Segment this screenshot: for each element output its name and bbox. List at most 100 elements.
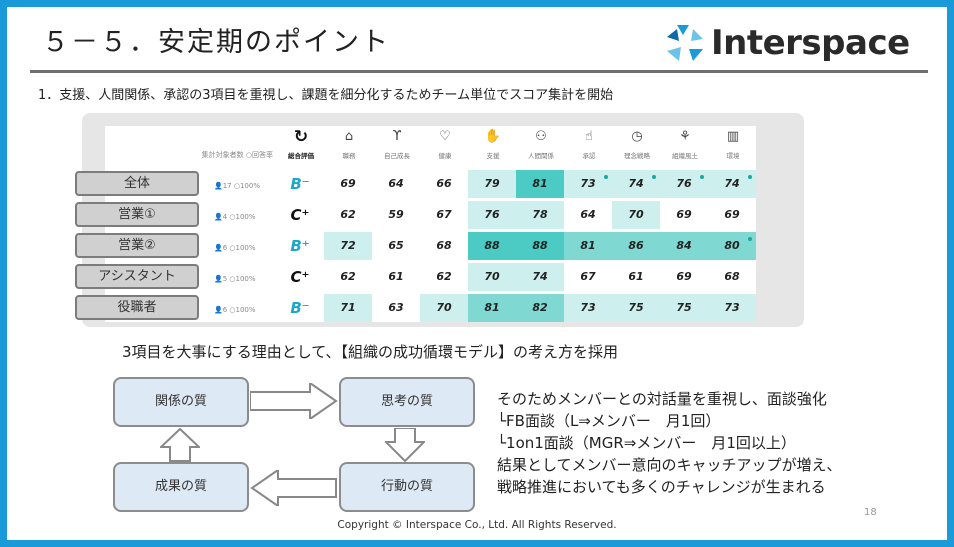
overall-grade: B⁺ (290, 237, 310, 255)
score-cell: 67 (420, 201, 468, 229)
score-cell: 66 (420, 170, 468, 198)
column-header-label: 理念戦略 (624, 152, 650, 160)
score-cell: 88 (468, 232, 516, 260)
column-header: ☝ 承認 (564, 128, 614, 168)
score-cell: 69 (660, 263, 708, 291)
column-header-label: 自己成長 (384, 152, 410, 160)
building-icon: ▥ (726, 129, 740, 144)
interspace-logo-icon (667, 25, 703, 61)
score-cell: 61 (372, 263, 420, 291)
column-header-label: 支援 (486, 152, 500, 160)
score-cell: 63 (372, 294, 420, 322)
score-cell: 81 (468, 294, 516, 322)
score-cell: 62 (324, 201, 372, 229)
reason-text: 3項目を大事にする理由として、【組織の成功循環モデル】の考え方を採用 (122, 343, 618, 361)
column-header-label: 環境 (726, 152, 740, 160)
score-cell: 64 (372, 170, 420, 198)
column-header: ♡ 健康 (420, 128, 470, 168)
row-group-button[interactable]: アシスタント (75, 264, 199, 289)
arrow-up-icon (160, 428, 200, 462)
score-cell: 76 (468, 201, 516, 229)
score-cell: 68 (708, 263, 756, 291)
column-header: ⌂ 職務 (324, 128, 374, 168)
column-header-label: 職務 (342, 152, 356, 160)
cycle-box-result: 成果の質 (113, 462, 249, 512)
indicator-dot (604, 175, 608, 179)
score-cell: 67 (564, 263, 612, 291)
score-cell: 76 (660, 170, 708, 198)
column-header-label: 人間関係 (528, 152, 554, 160)
header-respondents-label: 集計対象者数 ○回答率 (201, 151, 273, 159)
score-cell: 64 (564, 201, 612, 229)
score-cell: 73 (564, 294, 612, 322)
explanation-line: そのためメンバーとの対話量を重視し、面談強化 (497, 390, 827, 408)
score-cell: 79 (468, 170, 516, 198)
subtitle: 1．支援、人間関係、承認の3項目を重視し、課題を細分化するためチーム単位でスコア… (38, 88, 614, 103)
sprout-icon: ϒ (392, 129, 402, 144)
handshake-icon: ✋ (484, 129, 502, 144)
page-number: 18 (864, 507, 877, 518)
overall-grade: B⁻ (290, 175, 310, 193)
score-cell: 69 (324, 170, 372, 198)
score-cell: 84 (660, 232, 708, 260)
title-divider (30, 70, 928, 73)
thumbsup-icon: ☝ (585, 129, 593, 144)
respondent-count: 👤6 ○100% (214, 306, 256, 314)
score-cell: 61 (612, 263, 660, 291)
score-cell: 70 (420, 294, 468, 322)
score-cell: 72 (324, 232, 372, 260)
score-cell: 81 (564, 232, 612, 260)
column-header: ✋ 支援 (468, 128, 518, 168)
indicator-dot (748, 237, 752, 241)
explanation-text: そのためメンバーとの対話量を重視し、面談強化 └FB面談（L⇒メンバー 月1回）… (497, 388, 842, 498)
score-cell: 75 (612, 294, 660, 322)
arrow-left-icon (250, 470, 338, 506)
score-cell: 81 (516, 170, 564, 198)
briefcase-icon: ⌂ (344, 129, 354, 144)
column-header: ⚇人間関係 (516, 128, 566, 168)
refresh-icon: ↻ (293, 127, 309, 147)
cycle-box-relation: 関係の質 (113, 377, 249, 427)
score-cell: 73 (564, 170, 612, 198)
score-cell: 74 (516, 263, 564, 291)
score-cell: 73 (708, 294, 756, 322)
score-cell: 82 (516, 294, 564, 322)
explanation-line: 戦略推進においても多くのチャレンジが生まれる (497, 478, 826, 496)
score-cell: 69 (708, 201, 756, 229)
cycle-box-thinking: 思考の質 (339, 377, 475, 427)
page-title: ５－５．安定期のポイント (42, 27, 390, 58)
respondent-count: 👤17 ○100% (214, 182, 260, 190)
score-cell: 78 (516, 201, 564, 229)
compass-icon: ◷ (631, 129, 643, 144)
respondent-count: 👤6 ○100% (214, 244, 256, 252)
column-header: ↻ 総合評価 (276, 128, 326, 168)
column-header-label: 総合評価 (288, 152, 314, 160)
row-group-button[interactable]: 全体 (75, 171, 199, 196)
score-cell: 68 (420, 232, 468, 260)
column-header-label: 承認 (582, 152, 596, 160)
arrow-right-icon (250, 383, 338, 419)
column-header-label: 組織風土 (672, 152, 698, 160)
copyright: Copyright © Interspace Co., Ltd. All Rig… (337, 519, 617, 531)
score-cell: 70 (612, 201, 660, 229)
score-cell: 65 (372, 232, 420, 260)
row-group-button[interactable]: 営業① (75, 202, 199, 227)
score-cell: 69 (660, 201, 708, 229)
row-group-button[interactable]: 営業② (75, 233, 199, 258)
column-header: ϒ 自己成長 (372, 128, 422, 168)
logo: Interspace (663, 18, 910, 68)
row-group-button[interactable]: 役職者 (75, 295, 199, 320)
column-header: ◷ 理念戦略 (612, 128, 662, 168)
overall-grade: C⁺ (290, 206, 310, 224)
column-header: ▥ 環境 (708, 128, 758, 168)
score-cell: 62 (420, 263, 468, 291)
org-icon: ⚘ (679, 129, 691, 144)
arrow-down-icon (385, 428, 425, 462)
score-cell: 71 (324, 294, 372, 322)
score-cell: 75 (660, 294, 708, 322)
heart-icon: ♡ (439, 129, 451, 144)
respondent-count: 👤4 ○100% (214, 213, 256, 221)
indicator-dot (652, 175, 656, 179)
score-cell: 74 (612, 170, 660, 198)
column-header-label: 健康 (438, 152, 452, 160)
